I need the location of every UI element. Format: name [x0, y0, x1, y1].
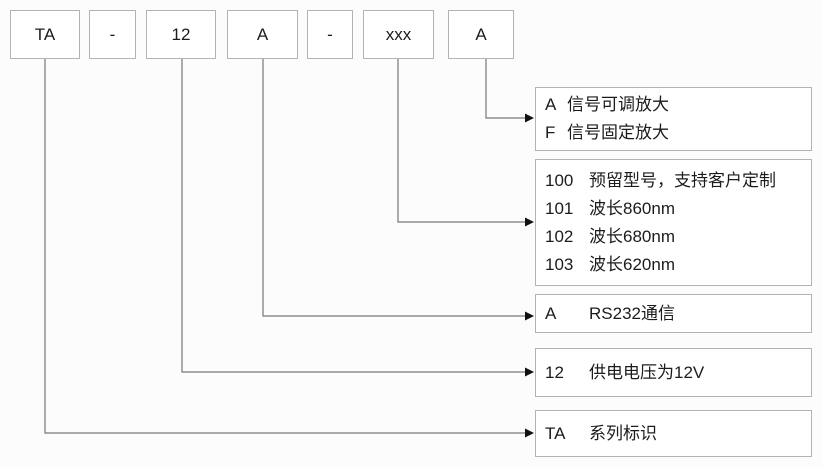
connector-communication: [262, 59, 525, 317]
legend-row: TA 系列标识: [545, 420, 811, 448]
legend-row: F 信号固定放大: [545, 119, 811, 147]
legend-code: A: [545, 95, 557, 114]
legend-desc: RS232通信: [589, 303, 675, 323]
legend-code: F: [545, 123, 556, 142]
code-box-a-2: A: [448, 10, 514, 59]
legend-desc: 信号可调放大: [567, 95, 669, 114]
legend-desc: 预留型号，支持客户定制: [589, 170, 776, 190]
code-box-a-1: A: [227, 10, 298, 59]
code-box-dash-2: -: [307, 10, 353, 59]
legend-code: 102: [545, 226, 574, 246]
legend-code: 100: [545, 170, 574, 190]
legend-row: A 信号可调放大: [545, 91, 811, 119]
code-box-dash-1-label: -: [109, 24, 116, 44]
arrowhead-wavelength: [525, 217, 534, 227]
arrowhead-amplification: [525, 113, 534, 123]
legend-box-communication: A RS232通信: [535, 294, 812, 333]
code-box-xxx: xxx: [363, 10, 434, 59]
legend-row: 102 波长680nm: [545, 223, 811, 251]
connector-wavelength: [397, 59, 525, 223]
code-box-a-2-label: A: [475, 24, 487, 44]
legend-row: A RS232通信: [545, 300, 811, 328]
code-box-12-label: 12: [171, 24, 191, 44]
arrowhead-series: [525, 428, 534, 438]
code-box-ta-label: TA: [34, 24, 56, 44]
legend-desc: 波长620nm: [589, 254, 675, 274]
code-box-a-1-label: A: [256, 24, 269, 44]
arrowhead-communication: [525, 311, 534, 321]
legend-code: A: [545, 303, 557, 323]
legend-row: 100 预留型号，支持客户定制: [545, 167, 811, 195]
legend-box-series-id: TA 系列标识: [535, 410, 812, 457]
arrowhead-voltage: [525, 367, 534, 377]
legend-desc: 波长860nm: [589, 198, 675, 218]
code-box-dash-1: -: [89, 10, 136, 59]
code-box-12: 12: [146, 10, 216, 59]
legend-box-wavelength-model: 100 预留型号，支持客户定制 101 波长860nm 102 波长680nm …: [535, 159, 812, 286]
connector-series: [44, 59, 525, 434]
code-box-xxx-label: xxx: [385, 24, 412, 44]
legend-desc: 信号固定放大: [567, 123, 669, 142]
legend-desc: 系列标识: [589, 423, 657, 443]
legend-box-signal-amplification: A 信号可调放大 F 信号固定放大: [535, 87, 812, 151]
legend-code: 101: [545, 198, 574, 218]
connector-amplification: [485, 59, 525, 119]
legend-row: 12 供电电压为12V: [545, 359, 811, 387]
legend-code: TA: [545, 423, 566, 443]
legend-code: 103: [545, 254, 574, 274]
legend-desc: 波长680nm: [589, 226, 675, 246]
legend-box-supply-voltage: 12 供电电压为12V: [535, 348, 812, 397]
legend-row: 101 波长860nm: [545, 195, 811, 223]
connector-voltage: [181, 59, 525, 373]
legend-code: 12: [545, 362, 564, 382]
code-box-dash-2-label: -: [327, 24, 333, 44]
legend-desc: 供电电压为12V: [589, 362, 705, 382]
legend-row: 103 波长620nm: [545, 251, 811, 279]
code-box-ta: TA: [10, 10, 80, 59]
